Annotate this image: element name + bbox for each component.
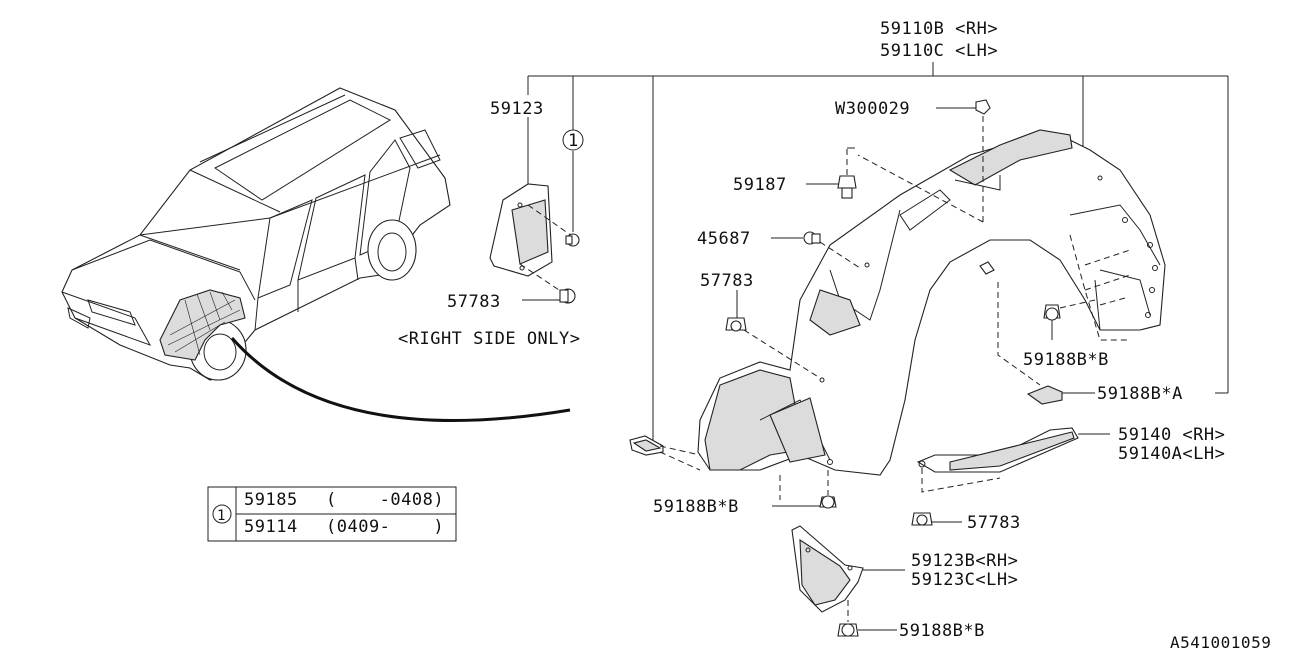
label-59188b-b-right: 59188B*B xyxy=(1023,350,1109,370)
clip-57783-b xyxy=(725,290,821,379)
mud-guard-59123b xyxy=(791,525,905,622)
label-59140-rh: 59140 <RH> xyxy=(1118,425,1225,445)
label-59188b-b-bottom: 59188B*B xyxy=(653,497,739,517)
screw-59188b-bottom xyxy=(772,470,837,509)
label-59188b-b-low: 59188B*B xyxy=(899,621,985,641)
bolt-59187 xyxy=(806,147,857,199)
vehicle-illustration xyxy=(61,87,571,422)
label-59140a-lh: 59140A<LH> xyxy=(1118,444,1225,464)
mud-guard-59123 xyxy=(489,117,574,293)
legend-ref: 1 xyxy=(217,508,226,524)
svg-text:1: 1 xyxy=(568,131,579,151)
label-w300029: W300029 xyxy=(835,99,910,119)
label-59187: 59187 xyxy=(733,175,787,195)
label-57783-left: 57783 xyxy=(447,292,501,312)
strip-59140 xyxy=(916,427,1110,493)
label-59123c-lh: 59123C<LH> xyxy=(911,570,1018,590)
fender-liner-59110 xyxy=(697,129,1166,476)
label-57783-mid: 57783 xyxy=(700,271,754,291)
legend-row-2-part: 59114 xyxy=(244,517,298,537)
label-right-side-only: <RIGHT SIDE ONLY> xyxy=(398,329,581,349)
part-labels: 59110B <RH> 59110C <LH> W300029 59123 59… xyxy=(398,19,1271,652)
label-59123b-rh: 59123B<RH> xyxy=(911,551,1018,571)
clip-57783-a xyxy=(522,288,576,304)
screw-59188b-low xyxy=(837,623,897,637)
label-59110c-lh: 59110C <LH> xyxy=(880,41,998,61)
legend-row-1-range: ( -0408) xyxy=(326,490,444,510)
bracket-59188b-left xyxy=(629,435,701,471)
legend-row-2-range: (0409- ) xyxy=(326,517,444,537)
clip-59185 xyxy=(565,233,580,247)
label-59110b-rh: 59110B <RH> xyxy=(880,19,998,39)
callout-bracket xyxy=(527,62,1229,445)
label-59188b-a: 59188B*A xyxy=(1097,384,1183,404)
circle-ref-1: 1 xyxy=(562,129,584,151)
clip-w300029 xyxy=(857,99,991,223)
label-59123: 59123 xyxy=(490,99,544,119)
diagram-id: A541001059 xyxy=(1170,633,1271,652)
clip-57783-c xyxy=(911,512,962,526)
clip-59188b-a xyxy=(979,261,1095,405)
nut-45687 xyxy=(771,231,861,269)
legend-table: 1 59185 ( -0408) 59114 (0409- ) xyxy=(207,486,457,542)
label-45687: 45687 xyxy=(697,229,751,249)
clip-59188b-right xyxy=(1043,299,1096,340)
label-57783-bottom: 57783 xyxy=(967,513,1021,533)
legend-row-1-part: 59185 xyxy=(244,490,298,510)
